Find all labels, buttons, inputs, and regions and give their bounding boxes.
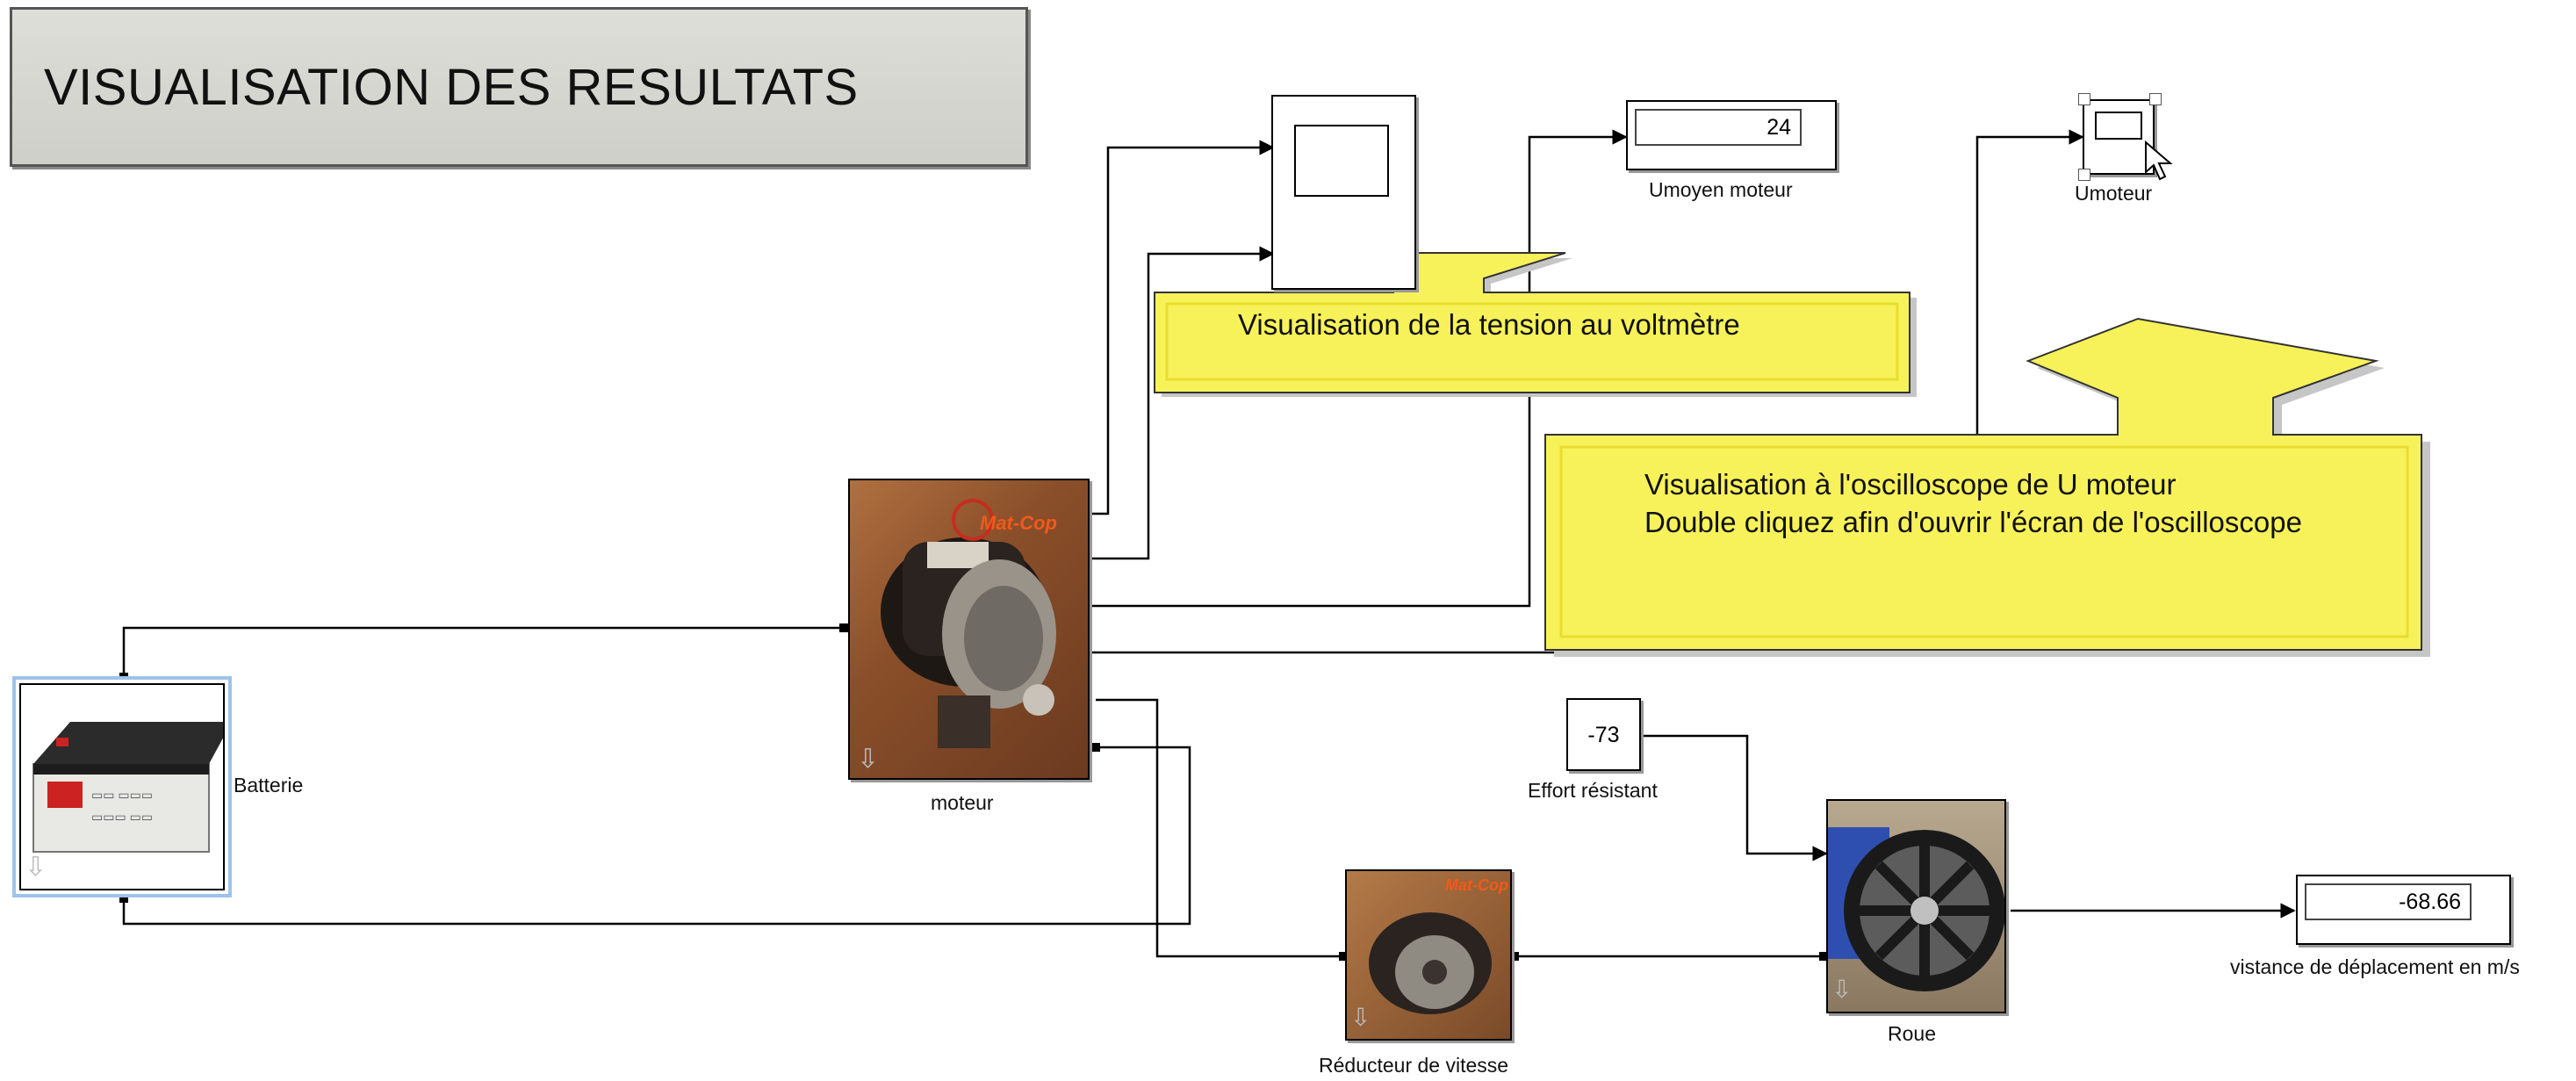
- effort-value: -73: [1587, 723, 1620, 747]
- callout-oscilloscope-line1: Visualisation à l'oscilloscope de U mote…: [1644, 468, 2177, 501]
- moteur-photo-text: Mat-Cop: [980, 512, 1057, 534]
- effort-label: Effort résistant: [1528, 779, 1658, 802]
- callout-oscilloscope-text: Visualisation à l'oscilloscope de U mote…: [1644, 465, 2329, 541]
- vitesse-display-block[interactable]: -68.66: [2296, 875, 2511, 945]
- moteur-label: moteur: [931, 791, 994, 814]
- reducteur-label: Réducteur de vitesse: [1319, 1054, 1509, 1077]
- callout-oscilloscope-shape: [1544, 317, 2430, 657]
- umoteur-scope-label: Umoteur: [2075, 182, 2153, 205]
- title-panel: VISUALISATION DES RESULTATS: [10, 7, 1028, 167]
- down-arrow-icon: ⇩: [1831, 976, 1853, 1003]
- motor-illustration: [881, 499, 1056, 748]
- wheel-illustration: [1828, 827, 2004, 991]
- umoyen-display-block[interactable]: 24: [1626, 100, 1837, 170]
- down-arrow-icon: ⇩: [857, 745, 880, 774]
- roue-block[interactable]: ⇩: [1826, 799, 2006, 1013]
- umoteur-scope-screen-icon: [2095, 112, 2142, 140]
- mouse-cursor-icon: [2145, 141, 2173, 181]
- batterie-block[interactable]: ▭▭ ▭▭▭ ▭▭▭ ▭▭ ⇩: [19, 683, 225, 890]
- wire-effort-roue: [1641, 734, 1828, 861]
- wire-moteur-scope-2: [1089, 246, 1275, 560]
- moteur-block[interactable]: Mat-Cop ⇩: [848, 479, 1090, 780]
- down-arrow-icon: ⇩: [25, 853, 47, 882]
- callout-voltmeter-text: Visualisation de la tension au voltmètre: [1238, 308, 1740, 341]
- callout-oscilloscope-line2: Double cliquez afin d'ouvrir l'écran de …: [1644, 506, 2302, 538]
- down-arrow-icon: ⇩: [1350, 1004, 1371, 1031]
- selection-handle[interactable]: [2078, 93, 2090, 105]
- reducteur-block[interactable]: Mat-Cop ⇩: [1345, 869, 1512, 1041]
- wire-moteur-scope-1: [1089, 140, 1275, 515]
- umoyen-display-label: Umoyen moteur: [1649, 178, 1793, 201]
- effort-constant-block[interactable]: -73: [1566, 698, 1641, 771]
- wire-moteur-reducteur: [1096, 698, 1343, 958]
- batterie-label: Batterie: [234, 774, 304, 796]
- svg-text:▭▭ ▭▭▭: ▭▭ ▭▭▭: [91, 788, 153, 802]
- wire-batterie-moteur: [122, 626, 846, 677]
- reducteur-photo-text: Mat-Cop: [1445, 876, 1508, 894]
- scope-screen-icon: [1294, 125, 1389, 197]
- svg-text:▭▭▭ ▭▭: ▭▭▭ ▭▭: [91, 810, 153, 824]
- wire-batterie-return: [122, 746, 1191, 926]
- selection-handle[interactable]: [2078, 169, 2090, 181]
- scope-block[interactable]: [1271, 95, 1416, 290]
- umoyen-display-value: 24: [1635, 109, 1802, 146]
- umoteur-scope-block[interactable]: [2083, 99, 2155, 175]
- roue-label: Roue: [1888, 1022, 1936, 1045]
- reducer-illustration: [1369, 912, 1492, 1014]
- battery-illustration: ▭▭ ▭▭▭ ▭▭▭ ▭▭: [32, 722, 223, 853]
- vitesse-display-label: vistance de déplacement en m/s: [2230, 955, 2520, 978]
- vitesse-display-value: -68.66: [2305, 883, 2472, 920]
- selection-handle[interactable]: [2149, 93, 2162, 105]
- page-title: VISUALISATION DES RESULTATS: [44, 58, 859, 116]
- wire-moteur-umoteur: [1089, 129, 2084, 654]
